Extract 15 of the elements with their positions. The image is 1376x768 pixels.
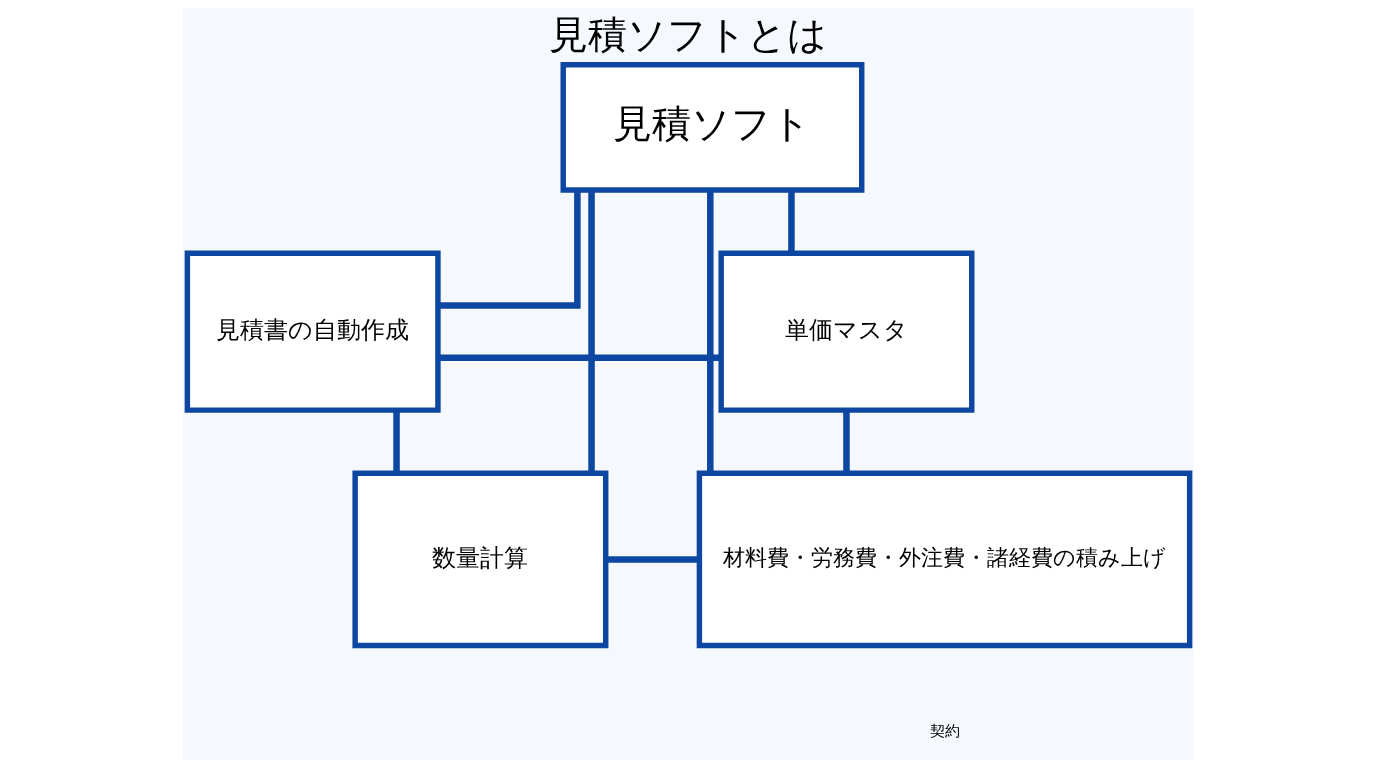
- connector: [787, 190, 795, 254]
- node-box: 単価マスタ: [717, 250, 974, 413]
- node-box: 材料費・労務費・外注費・諸経費の積み上げ: [696, 470, 1192, 649]
- connector: [842, 410, 850, 474]
- connector: [392, 410, 400, 474]
- node-box: 数量計算: [351, 470, 608, 649]
- node-box: 見積ソフト: [560, 62, 864, 193]
- connector: [706, 190, 714, 473]
- label: 契約: [929, 722, 960, 741]
- connector: [437, 190, 581, 309]
- diagram-title: 見積ソフトとは: [549, 12, 827, 58]
- connector: [437, 354, 721, 362]
- connector: [587, 190, 595, 473]
- connector: [605, 556, 699, 563]
- node-box: 見積書の自動作成: [184, 250, 441, 413]
